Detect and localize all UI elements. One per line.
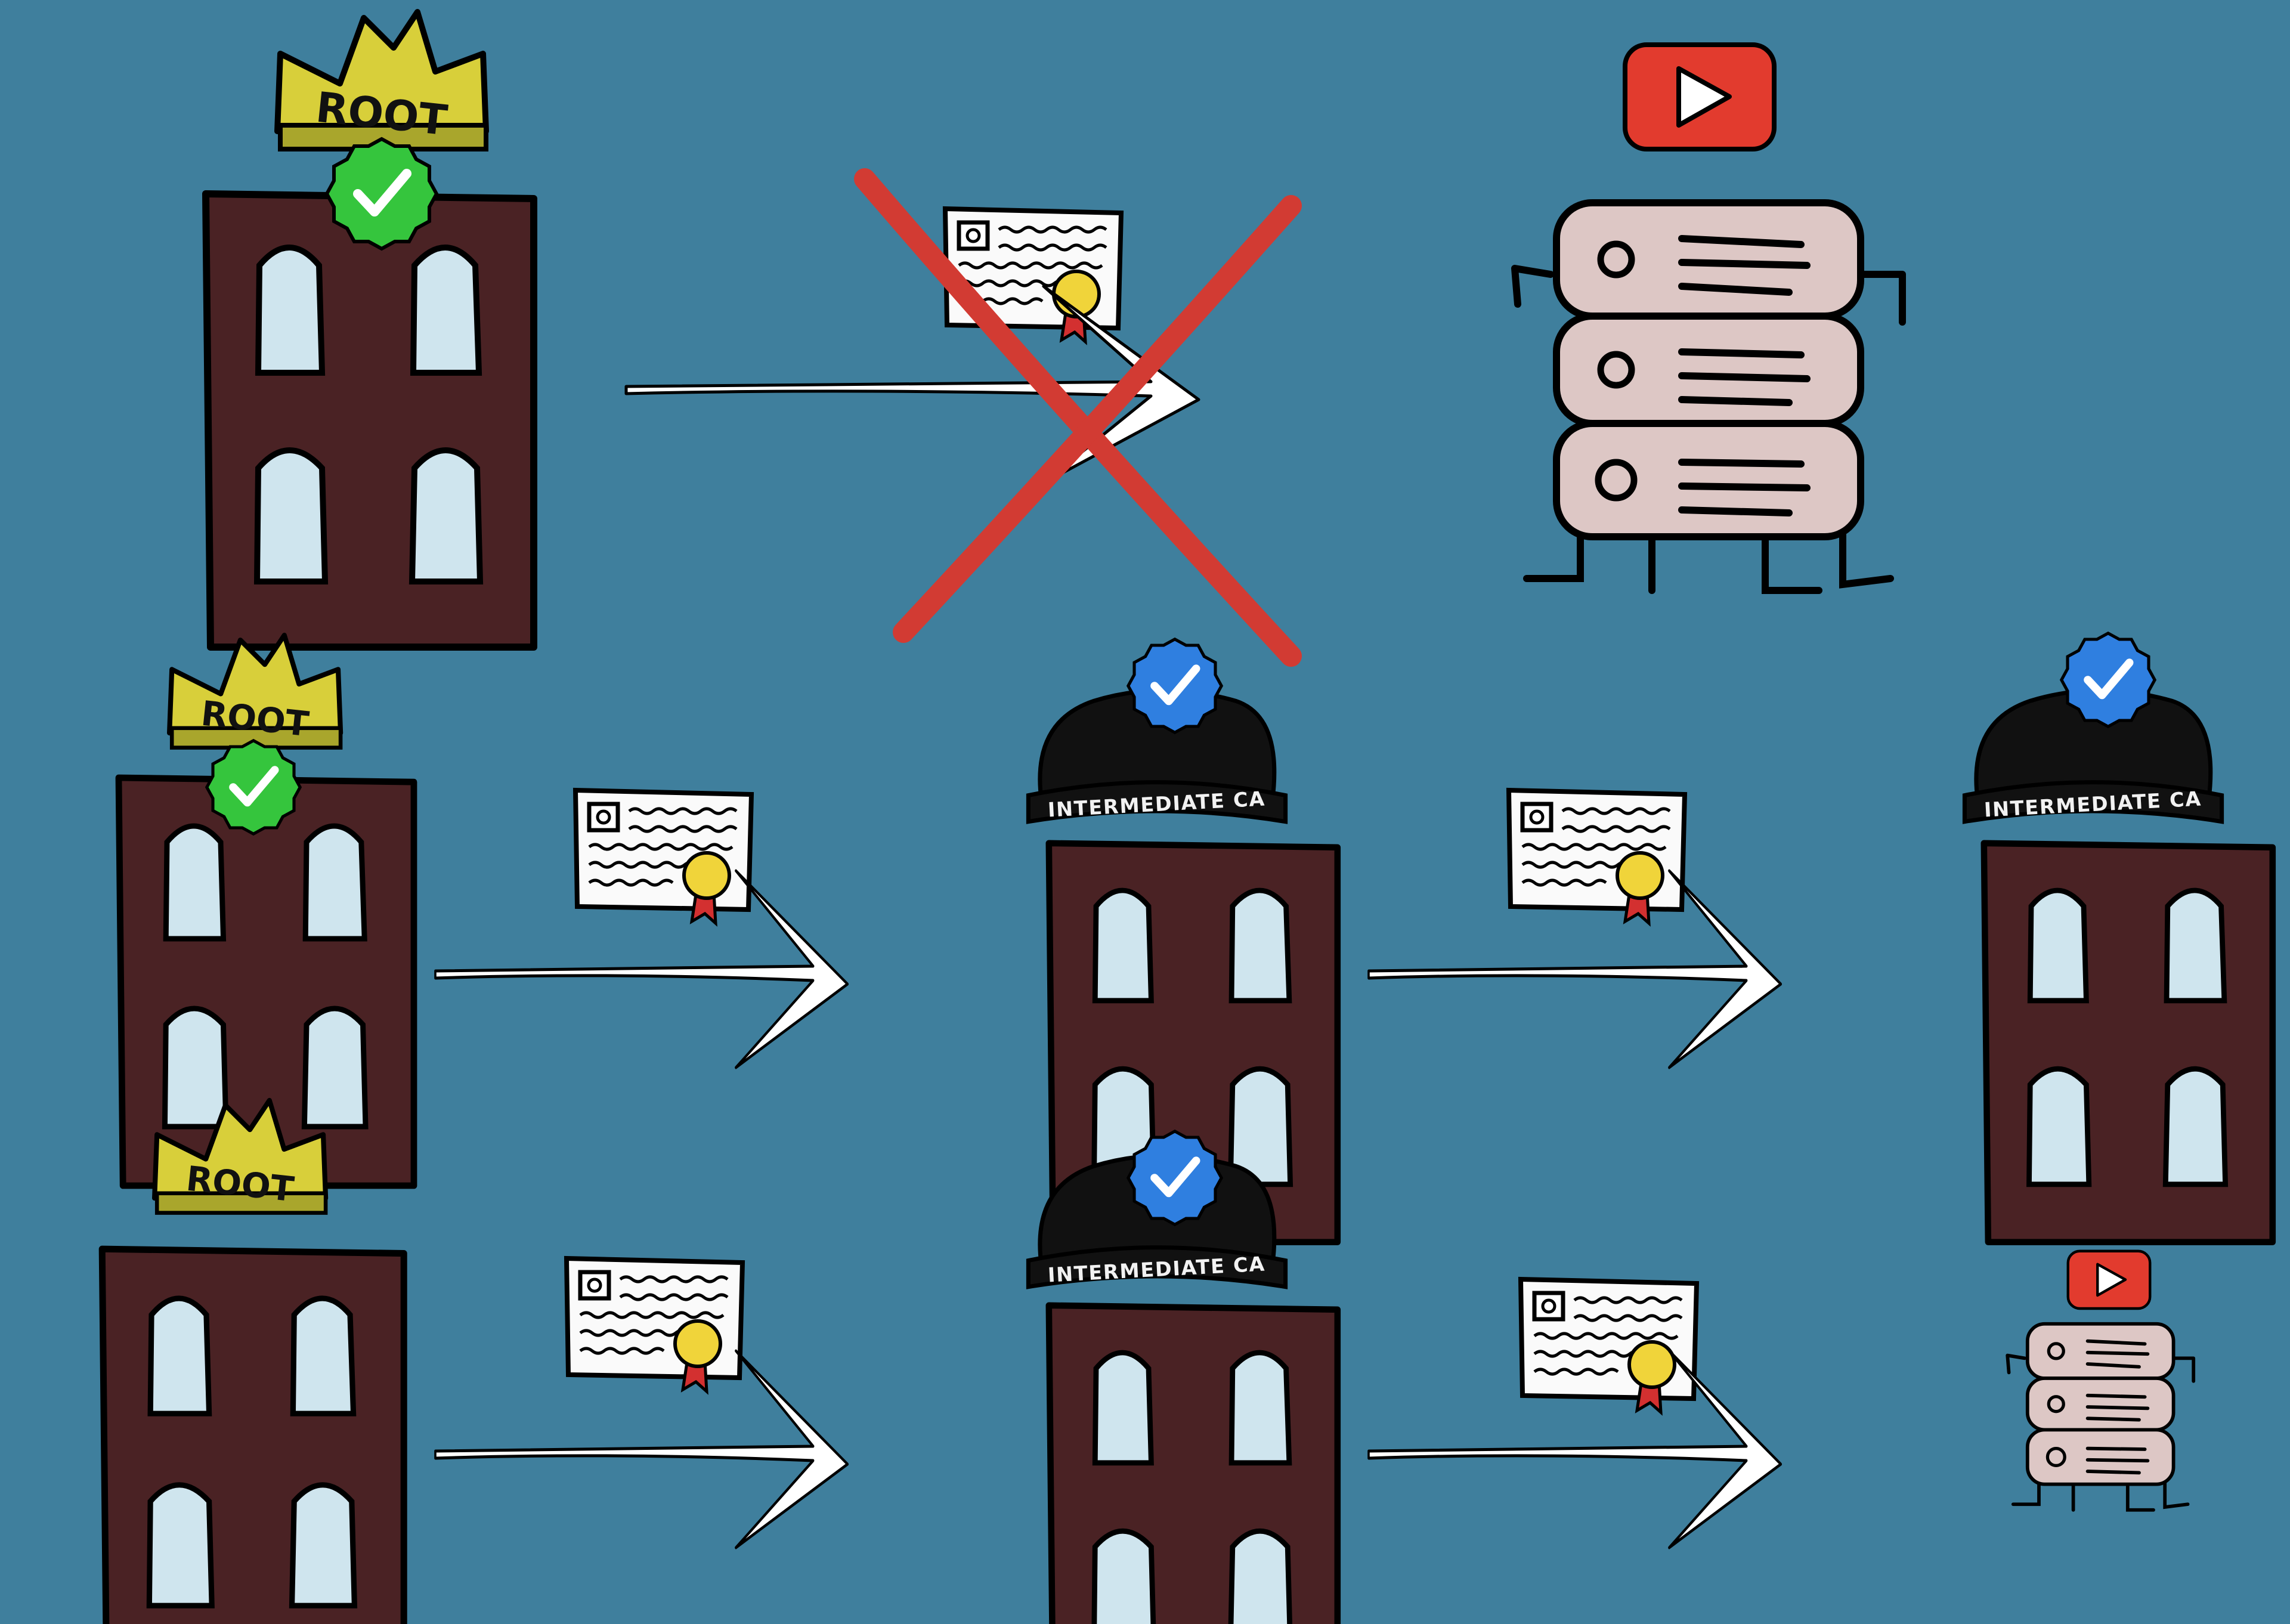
intermediate-ca-cap: INTERMEDIATE CA	[1028, 691, 1285, 822]
row-3: ROOT INTERMEDIATE CA	[102, 1100, 2193, 1624]
server	[2007, 1324, 2193, 1510]
row-2: ROOT INTERMEDIATE CA INTERMEDIATE CA	[119, 633, 2273, 1242]
root-crown: ROOT	[169, 635, 341, 748]
certificate-icon	[575, 790, 751, 923]
row-1: ROOT	[206, 12, 1902, 667]
youtube-play-icon	[2068, 1251, 2150, 1309]
root-crown: ROOT	[154, 1100, 326, 1213]
intermediate-ca-cap: INTERMEDIATE CA	[1028, 1156, 1285, 1287]
root-ca-building	[102, 1249, 404, 1624]
certificate-icon	[1509, 790, 1685, 923]
intermediate-ca-building	[1049, 1306, 1338, 1624]
certificate-icon	[567, 1258, 742, 1391]
server	[1515, 203, 1902, 590]
certificate-icon	[1521, 1279, 1697, 1412]
youtube-play-icon	[1625, 45, 1774, 149]
intermediate-ca-building	[1984, 843, 2273, 1242]
root-crown: ROOT	[277, 12, 486, 149]
root-ca-building	[206, 194, 534, 647]
intermediate-ca-cap: INTERMEDIATE CA	[1964, 691, 2221, 822]
red-x-icon	[854, 168, 1302, 667]
certificate-icon	[945, 209, 1121, 342]
arrow	[435, 1351, 847, 1548]
